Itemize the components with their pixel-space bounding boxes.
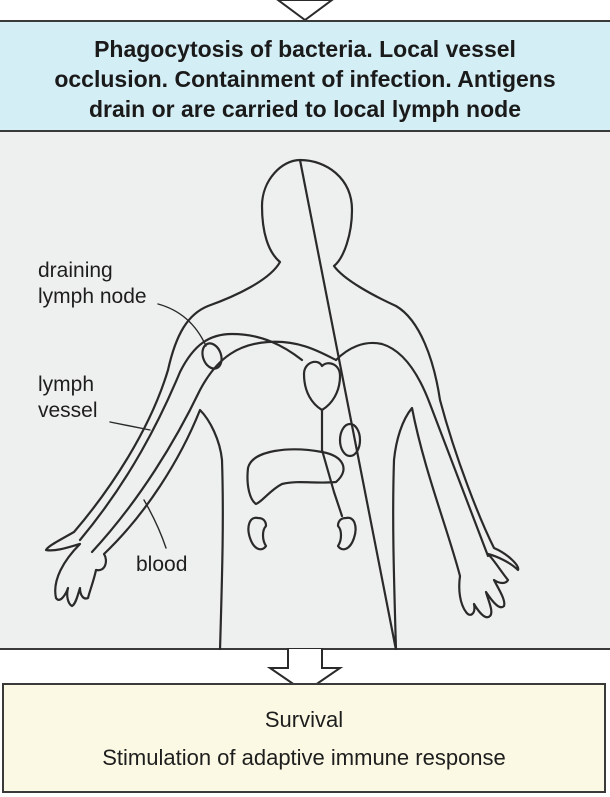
lymph-vessel bbox=[78, 332, 304, 542]
step-text-line: drain or are carried to local lymph node bbox=[88, 96, 521, 122]
right-arm-vessel bbox=[334, 341, 490, 558]
label-line: lymph bbox=[38, 373, 95, 396]
phagocytosis-step-text: Phagocytosis of bacteria. Local vessel o… bbox=[20, 34, 590, 124]
right-kidney bbox=[336, 516, 357, 551]
step-text-line: occlusion. Containment of infection. Ant… bbox=[54, 66, 556, 92]
lymph-node-leader bbox=[157, 303, 207, 347]
blood-label: blood bbox=[136, 553, 188, 576]
incoming-arrow bbox=[276, 0, 334, 22]
label-line: lymph node bbox=[38, 285, 147, 308]
draining-lymph-node-label: draining lymph node bbox=[38, 258, 147, 310]
body-outline bbox=[44, 158, 520, 650]
lymph-vessel-leader bbox=[109, 421, 151, 431]
lymph-vessel-label: lymph vessel bbox=[38, 372, 98, 424]
human-body-figure bbox=[44, 158, 520, 650]
spleen bbox=[338, 422, 362, 458]
label-line: vessel bbox=[38, 399, 98, 422]
flow-down-arrow bbox=[266, 648, 344, 694]
outcome-description: Stimulation of adaptive immune response bbox=[102, 745, 506, 770]
blood-vessel bbox=[90, 340, 338, 554]
heart bbox=[302, 360, 342, 412]
blood-leader bbox=[143, 499, 167, 549]
liver bbox=[246, 448, 345, 506]
body-illustration-panel: draining lymph node lymph vessel blood bbox=[0, 132, 610, 650]
left-kidney bbox=[247, 516, 268, 551]
outcome-box: Survival Stimulation of adaptive immune … bbox=[2, 683, 606, 793]
aorta bbox=[320, 408, 344, 518]
step-text-line: Phagocytosis of bacteria. Local vessel bbox=[94, 36, 516, 62]
outcome-title: Survival bbox=[264, 707, 344, 732]
phagocytosis-step-box: Phagocytosis of bacteria. Local vessel o… bbox=[0, 20, 610, 132]
lymph-node bbox=[201, 342, 223, 370]
label-line: draining bbox=[38, 259, 113, 282]
